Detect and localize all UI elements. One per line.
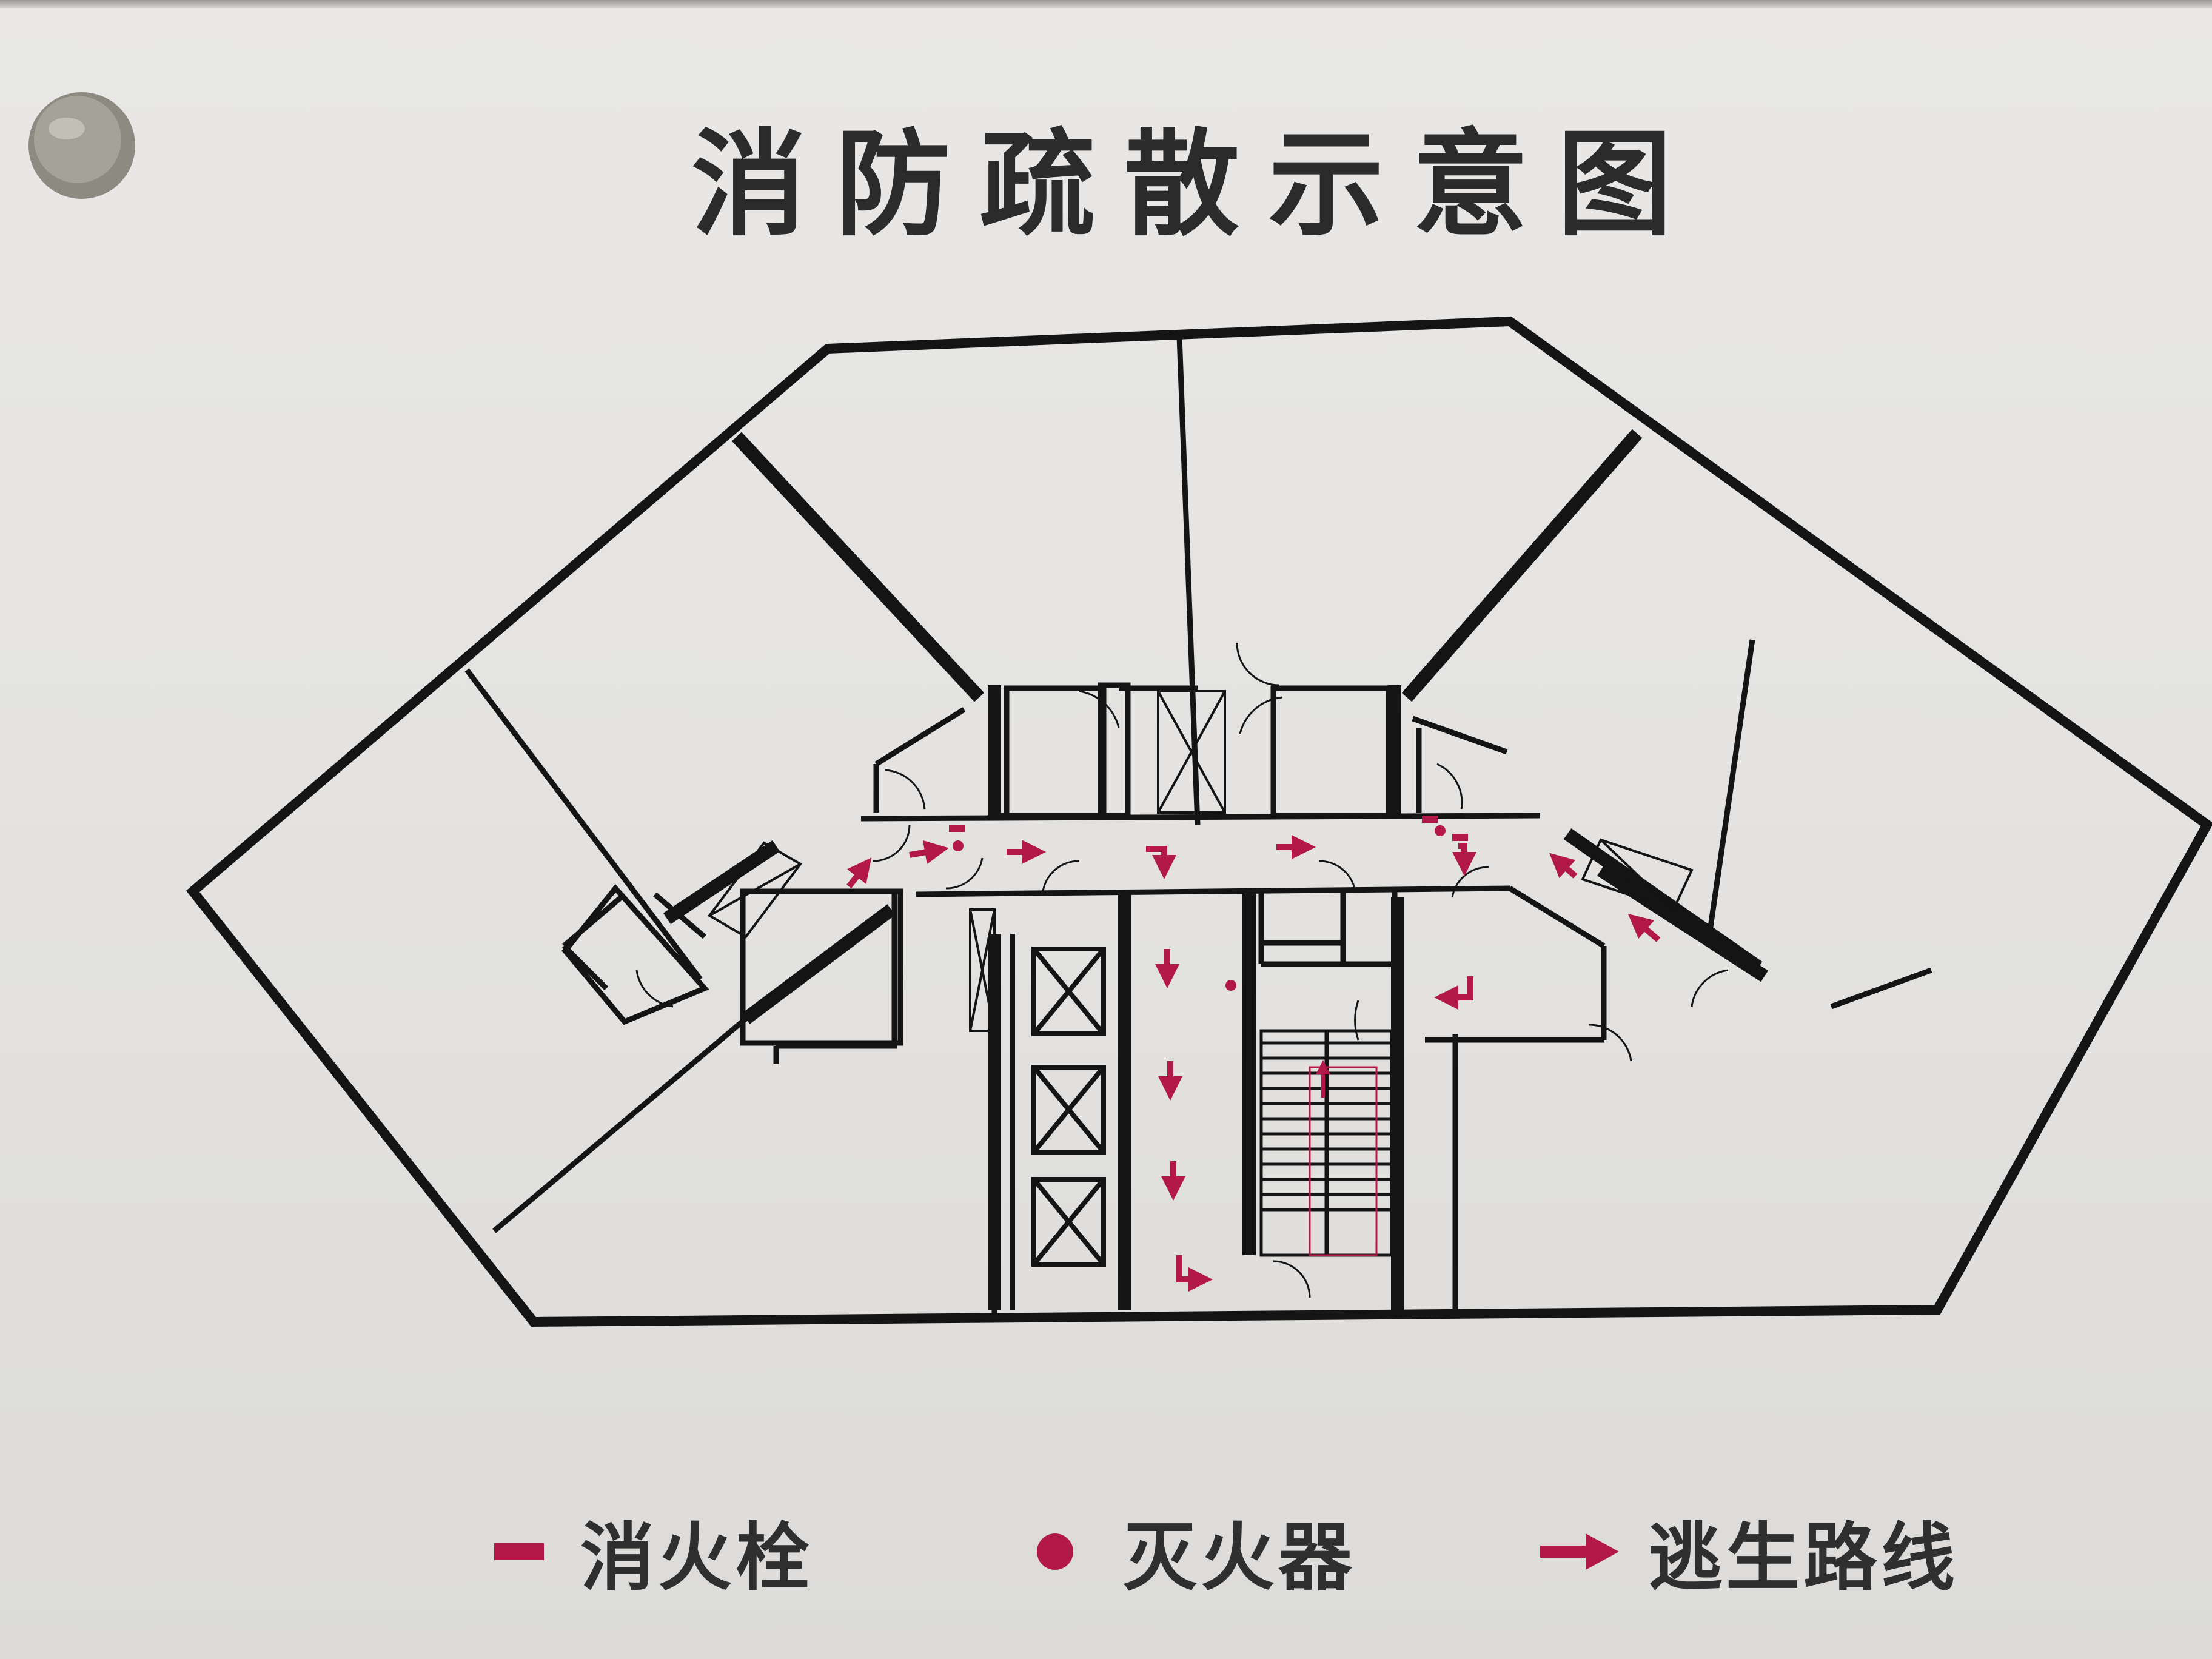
legend-extinguisher-label: 灭火器 — [1123, 1515, 1356, 1601]
corridor-walls — [860, 685, 1541, 897]
hydrant-icon — [494, 1543, 544, 1560]
door-swings — [635, 642, 1729, 1298]
escape-arrow — [909, 840, 949, 865]
legend-extinguisher: 灭火器 — [1037, 1498, 1356, 1605]
shaft-hatches — [708, 690, 1694, 1032]
legend-hydrant: 消火栓 — [494, 1498, 813, 1605]
extinguisher-icon — [953, 840, 964, 851]
legend-escape-route: 逃生路线 — [1540, 1498, 1959, 1605]
escape-arrow — [1146, 846, 1176, 879]
extinguisher-icon — [1037, 1533, 1073, 1570]
escape-route-arrows — [846, 835, 1661, 1292]
core-walls — [663, 429, 1768, 1310]
page-title: 消防疏散示意图 — [691, 118, 1702, 252]
escape-arrow — [1627, 913, 1661, 942]
extinguisher-markers — [953, 825, 1446, 991]
extinguisher-icon — [1435, 825, 1446, 836]
outer-wall — [186, 316, 2212, 1327]
escape-arrow — [1434, 976, 1473, 1010]
hydrant-icon — [1452, 834, 1468, 841]
hydrant-icon — [949, 825, 965, 832]
legend-escape-route-label: 逃生路线 — [1648, 1515, 1959, 1601]
escape-arrow — [1176, 1255, 1213, 1292]
escape-arrow — [1452, 843, 1476, 876]
escape-arrow — [1549, 853, 1578, 879]
plate-top-edge — [0, 0, 2212, 8]
hydrant-icon — [1422, 816, 1438, 823]
staircase — [1259, 1029, 1393, 1257]
escape-arrow-icon — [1540, 1533, 1619, 1570]
extinguisher-icon — [1225, 980, 1236, 991]
stair-exit-route — [1309, 1066, 1378, 1256]
lift-shafts — [1010, 934, 1127, 1310]
service-rooms — [561, 682, 1392, 1046]
mounting-screw-icon — [28, 92, 135, 199]
partition-walls — [464, 336, 1932, 1316]
legend-hydrant-label: 消火栓 — [580, 1515, 813, 1601]
hydrant-markers — [949, 816, 1468, 841]
escape-arrow — [846, 857, 872, 889]
